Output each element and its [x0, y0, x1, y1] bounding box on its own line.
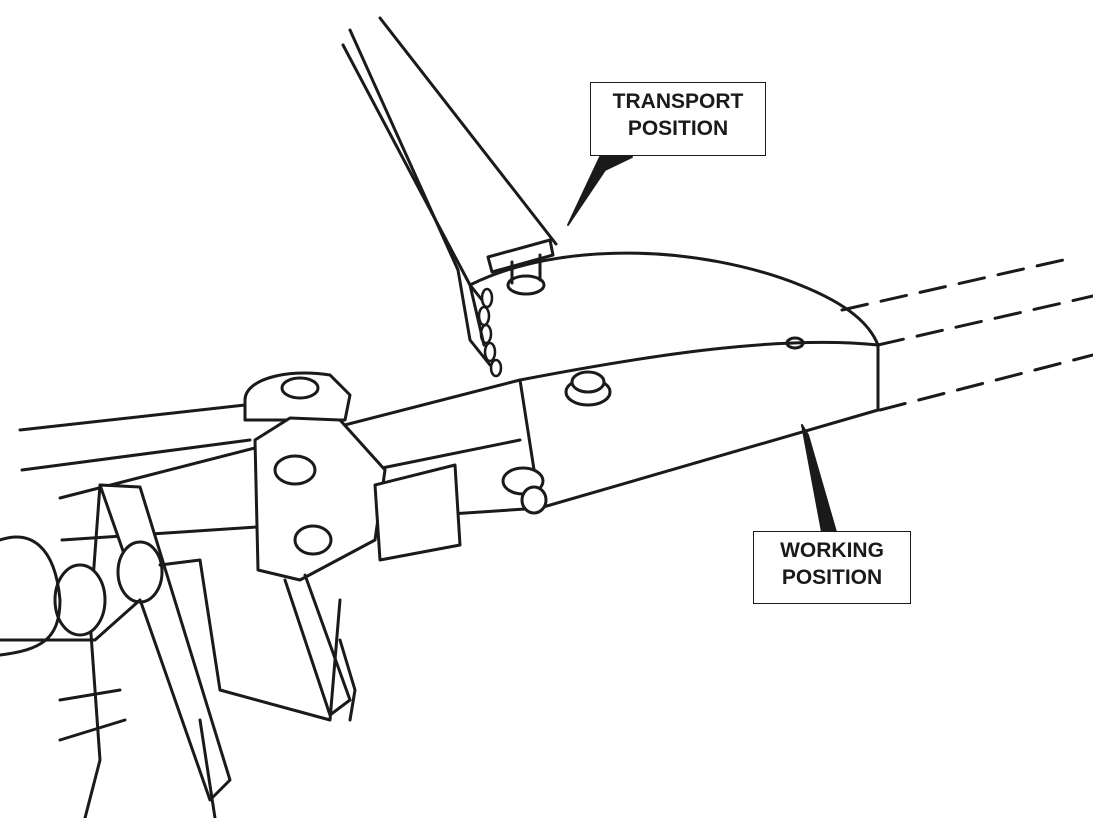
- transport-position-callout: TRANSPORT POSITION: [590, 82, 766, 156]
- mount-bracket: [243, 371, 462, 717]
- working-position-callout: WORKING POSITION: [753, 531, 911, 604]
- quadrant-plate: [468, 251, 880, 510]
- callout-leaders: [567, 156, 837, 533]
- working-pin: [501, 466, 548, 515]
- center-pin: [564, 370, 612, 407]
- safety-chain: [477, 287, 503, 378]
- working-label-line1: WORKING: [780, 539, 884, 562]
- working-label-line2: POSITION: [781, 566, 883, 589]
- transport-pin: [486, 238, 555, 296]
- transport-label-line2: POSITION: [627, 117, 729, 140]
- upright-arm: [341, 16, 558, 367]
- hub-assembly: [0, 483, 357, 818]
- working-arm-extension-dashed: [840, 256, 1093, 412]
- transport-label-line1: TRANSPORT: [612, 90, 744, 113]
